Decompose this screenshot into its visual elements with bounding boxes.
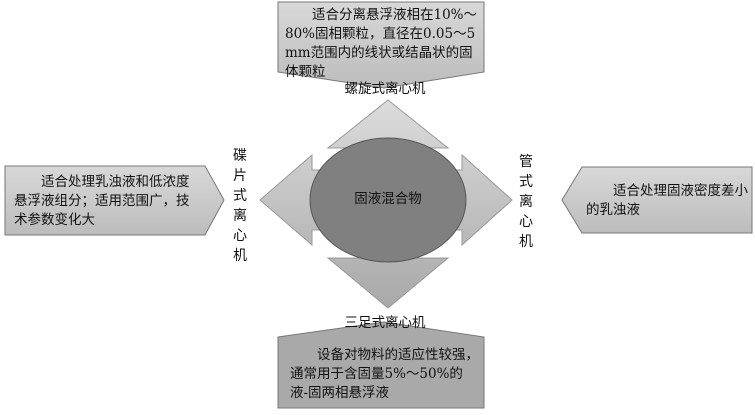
right-callout [561, 166, 753, 234]
right-label: 管式离心机 [519, 154, 533, 250]
left-callout [4, 165, 225, 236]
bottom-desc: 设备对物料的适应性较强，通常用于含固量5%～50%的液-固两相悬浮液 [290, 347, 479, 401]
left-desc: 适合处理乳浊液和低浓度悬浮液组分；适用范围广，技术参数变化大 [14, 174, 190, 228]
center-label: 固液混合物 [354, 191, 422, 207]
center-ellipse [309, 137, 467, 263]
top-desc: 适合分离悬浮液相在10%～80%固相颗粒，直径在0.05～5 mm范围内的线状或… [285, 7, 478, 80]
bottom-callout [277, 321, 485, 409]
right-desc: 适合处理固液密度差小的乳浊液 [586, 183, 748, 218]
left-label: 碟片式离心机 [233, 148, 247, 264]
top-callout [277, 1, 485, 89]
top-label: 螺旋式离心机 [344, 81, 426, 97]
bottom-label: 三足式离心机 [344, 315, 426, 331]
